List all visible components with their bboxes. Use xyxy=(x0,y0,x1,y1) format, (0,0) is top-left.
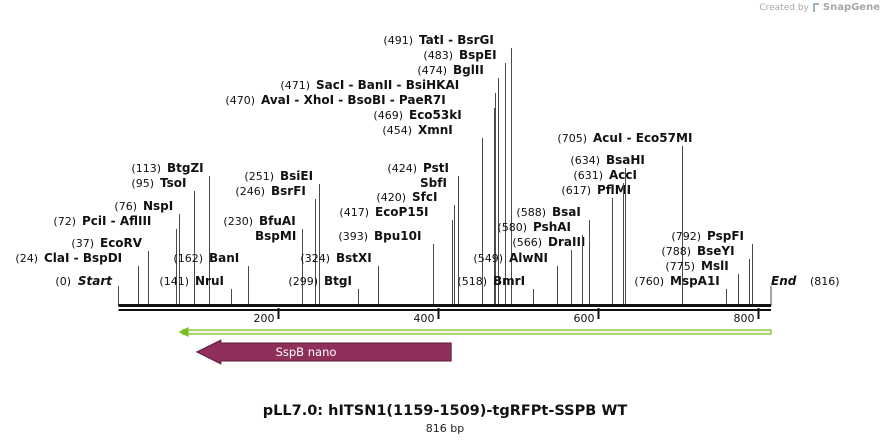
site-position: (37) xyxy=(71,237,94,250)
site-name: PstI xyxy=(423,161,449,175)
site-name: BglII xyxy=(453,63,484,77)
site-name: AcuI - Eco57MI xyxy=(593,131,692,145)
site-name: EcoP15I xyxy=(375,205,429,219)
site-position: (76) xyxy=(114,200,137,213)
end-label: End xyxy=(771,274,797,288)
site-position: (549) xyxy=(473,252,503,265)
site-position: (469) xyxy=(373,109,403,122)
site-name: Bpu10I xyxy=(374,229,421,243)
site-name: BspEI xyxy=(459,48,497,62)
site-name: ClaI - BspDI xyxy=(44,251,122,265)
site-name: PciI - AflIII xyxy=(82,214,151,228)
start-label: Start xyxy=(78,274,113,288)
backbone-bottom-strand xyxy=(118,309,771,311)
site-position: (299) xyxy=(288,275,318,288)
site-position: (393) xyxy=(338,230,368,243)
site-name: TsoI xyxy=(160,176,186,190)
site-position: (792) xyxy=(671,230,701,243)
site-name: MslI xyxy=(701,259,729,273)
feature-label: SspB nano xyxy=(276,345,337,359)
site-position: (324) xyxy=(300,252,330,265)
site-name: EcoRV xyxy=(100,236,143,250)
site-name: DraIII xyxy=(548,235,585,249)
site-name: BfuAI xyxy=(259,214,296,228)
site-name: BanI xyxy=(209,251,239,265)
site-position: (141) xyxy=(159,275,189,288)
site-position: (705) xyxy=(557,132,587,145)
site-name: AccI xyxy=(609,168,637,182)
site-position: (788) xyxy=(661,245,691,258)
site-name: AlwNI xyxy=(509,251,548,265)
site-position: (634) xyxy=(570,154,600,167)
site-name: XmnI xyxy=(418,123,453,137)
snapgene-credit: Created by SnapGene xyxy=(759,2,880,13)
ruler-tick-label: 200 xyxy=(254,312,275,325)
site-name: BtgZI xyxy=(167,161,204,175)
site-name: NspI xyxy=(143,199,173,213)
site-position: (417) xyxy=(339,206,369,219)
map-title: pLL7.0: hITSN1(1159-1509)-tgRFPt-SSPB WT xyxy=(262,403,628,419)
site-position: (113) xyxy=(131,162,161,175)
site-position: (760) xyxy=(634,275,664,288)
site-name: SfcI xyxy=(412,190,437,204)
site-position: (580) xyxy=(497,221,527,234)
site-position: (631) xyxy=(573,169,603,182)
site-position: (246) xyxy=(235,185,265,198)
site-name: BsrFI xyxy=(271,184,306,198)
credit-text: Created by xyxy=(759,2,809,13)
orf-line xyxy=(181,329,772,335)
site-name: BspMI xyxy=(255,229,296,243)
site-name: BstXI xyxy=(336,251,372,265)
site-name: TatI - BsrGI xyxy=(419,33,494,47)
site-position: (230) xyxy=(223,215,253,228)
site-name: BtgI xyxy=(324,274,352,288)
site-position: (588) xyxy=(516,206,546,219)
site-name: BmrI xyxy=(493,274,525,288)
site-name: AvaI - XhoI - BsoBI - PaeR7I xyxy=(261,93,446,107)
site-position: (470) xyxy=(225,94,255,107)
site-position: (454) xyxy=(382,124,412,137)
site-name: MspA1I xyxy=(670,274,720,288)
orf-arrow-icon xyxy=(178,327,189,337)
ruler-tick-label: 600 xyxy=(574,312,595,325)
feature-arrow-sspb-nano xyxy=(195,339,452,365)
snapgene-logo-icon xyxy=(812,3,819,12)
site-name: BseYI xyxy=(697,244,735,258)
site-name: BsaI xyxy=(552,205,581,219)
site-position: (566) xyxy=(512,236,542,249)
site-position: (424) xyxy=(387,162,417,175)
ruler-tick-label: 800 xyxy=(734,312,755,325)
site-position: (24) xyxy=(15,252,38,265)
site-position: (483) xyxy=(423,49,453,62)
site-position: (72) xyxy=(53,215,76,228)
site-position: (420) xyxy=(376,191,406,204)
site-name: PspFI xyxy=(707,229,744,243)
ruler-tick-label: 400 xyxy=(414,312,435,325)
start-position: (0) xyxy=(55,275,71,288)
site-name: PflMI xyxy=(597,183,631,197)
credit-brand: SnapGene xyxy=(822,2,880,13)
site-position: (162) xyxy=(173,252,203,265)
site-name: BsaHI xyxy=(606,153,645,167)
map-length: 816 bp xyxy=(425,422,465,435)
end-position: (816) xyxy=(810,275,840,288)
site-position: (251) xyxy=(244,170,274,183)
backbone-top-strand xyxy=(118,304,771,307)
site-name: SacI - BanII - BsiHKAI xyxy=(316,78,459,92)
site-position: (474) xyxy=(417,64,447,77)
site-position: (518) xyxy=(457,275,487,288)
site-name: SbfI xyxy=(420,176,447,190)
site-name: NruI xyxy=(195,274,224,288)
site-name: PshAI xyxy=(533,220,571,234)
site-position: (491) xyxy=(383,34,413,47)
site-position: (471) xyxy=(280,79,310,92)
site-name: Eco53kI xyxy=(409,108,462,122)
site-name: BsiEI xyxy=(280,169,313,183)
site-position: (775) xyxy=(665,260,695,273)
site-position: (617) xyxy=(561,184,591,197)
site-position: (95) xyxy=(131,177,154,190)
